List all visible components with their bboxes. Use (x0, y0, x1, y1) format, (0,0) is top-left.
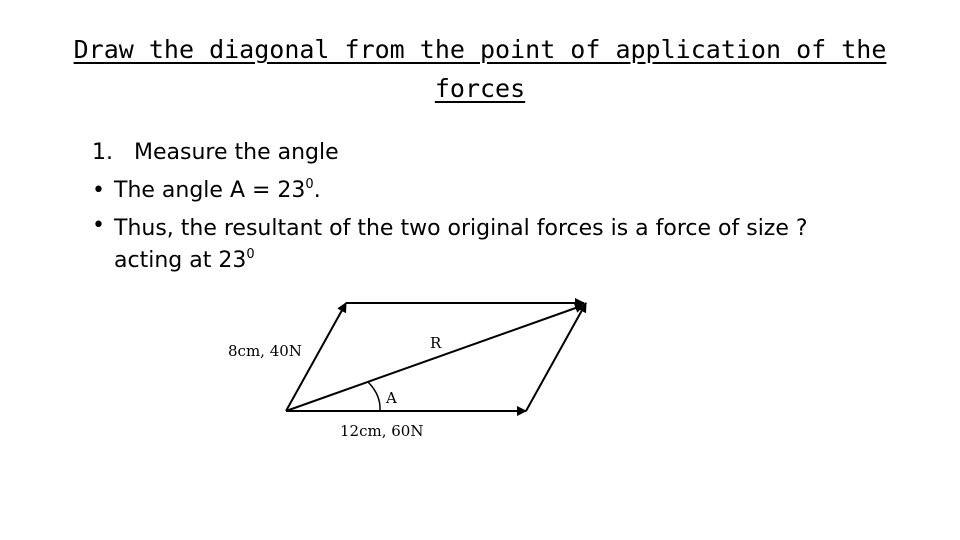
title-line-1: Draw the diagonal from the point of appl… (73, 35, 887, 64)
bullet-icon: • (92, 178, 105, 203)
slide-title: Draw the diagonal from the point of appl… (20, 30, 940, 108)
bottom-force-label: 12cm, 60N (340, 422, 423, 440)
right-side-arrow (525, 302, 587, 412)
left-force-label: 8cm, 40N (228, 342, 302, 360)
superscript: 0 (246, 247, 255, 262)
superscript: 0 (305, 177, 314, 192)
bullet-item-resultant: • Thus, the resultant of the two origina… (92, 210, 872, 277)
angle-arc (367, 381, 381, 412)
item-text: Measure the angle (134, 140, 339, 165)
angle-label: A (385, 389, 397, 407)
item-text: The angle A = 23 (114, 178, 306, 203)
resultant-label: R (430, 334, 442, 352)
item-suffix: . (313, 178, 321, 203)
bullet-icon: • (92, 213, 105, 238)
left-force-arrow (285, 302, 347, 412)
item-text: Thus, the resultant of the two original … (114, 216, 808, 273)
resultant-arrow (285, 303, 585, 412)
numbered-item-measure-angle: 1. Measure the angle (92, 134, 872, 172)
bullet-item-angle-value: • The angle A = 230. (92, 172, 872, 210)
bullet-list: 1. Measure the angle • The angle A = 230… (92, 134, 872, 277)
item-number: 1. (92, 140, 113, 165)
title-line-2: forces (434, 74, 526, 103)
